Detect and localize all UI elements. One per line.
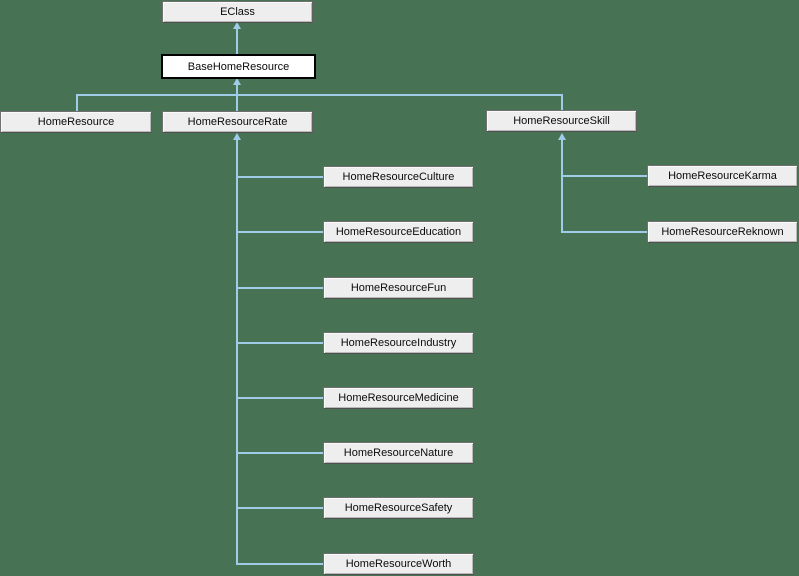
edge-children-bus (76, 94, 563, 96)
inheritance-arrow-to-base-icon (233, 78, 241, 85)
class-node-homeresourcesafety[interactable]: HomeResourceSafety (323, 497, 474, 519)
class-node-homeresourcemedicine[interactable]: HomeResourceMedicine (323, 387, 474, 409)
class-node-homeresourceindustry[interactable]: HomeResourceIndustry (323, 332, 474, 354)
edge-branch-industry (236, 342, 323, 344)
edge-skill-stub (561, 94, 563, 110)
edge-branch-fun (236, 287, 323, 289)
edge-rate-to-base (236, 85, 238, 111)
edge-branch-nature (236, 452, 323, 454)
class-node-homeresourcerate[interactable]: HomeResourceRate (162, 111, 313, 133)
edge-branch-culture (236, 176, 323, 178)
edge-branch-worth (236, 563, 323, 565)
edge-skill-trunk (561, 140, 563, 233)
class-node-basehomeresource[interactable]: BaseHomeResource (161, 54, 316, 79)
inheritance-arrow-to-skill-icon (558, 133, 566, 140)
inheritance-arrow-to-rate-icon (233, 133, 241, 140)
inheritance-arrow-to-eclass-icon (233, 22, 241, 29)
class-node-homeresourceeducation[interactable]: HomeResourceEducation (323, 221, 474, 243)
edge-branch-karma (561, 175, 647, 177)
edge-branch-education (236, 231, 323, 233)
class-node-homeresourcereknown[interactable]: HomeResourceReknown (647, 221, 798, 243)
class-node-homeresourceculture[interactable]: HomeResourceCulture (323, 166, 474, 188)
edge-branch-medicine (236, 397, 323, 399)
edge-branch-safety (236, 507, 323, 509)
edge-base-to-eclass (236, 29, 238, 55)
class-node-homeresourcenature[interactable]: HomeResourceNature (323, 442, 474, 464)
edge-resource-stub (76, 94, 78, 111)
class-node-homeresource[interactable]: HomeResource (0, 111, 152, 133)
class-node-homeresourceskill[interactable]: HomeResourceSkill (486, 110, 637, 132)
class-node-homeresourcekarma[interactable]: HomeResourceKarma (647, 165, 798, 187)
class-node-eclass[interactable]: EClass (162, 1, 313, 23)
class-node-homeresourceworth[interactable]: HomeResourceWorth (323, 553, 474, 575)
edge-branch-reknown (561, 231, 647, 233)
edge-rate-trunk (236, 140, 238, 565)
class-node-homeresourcefun[interactable]: HomeResourceFun (323, 277, 474, 299)
